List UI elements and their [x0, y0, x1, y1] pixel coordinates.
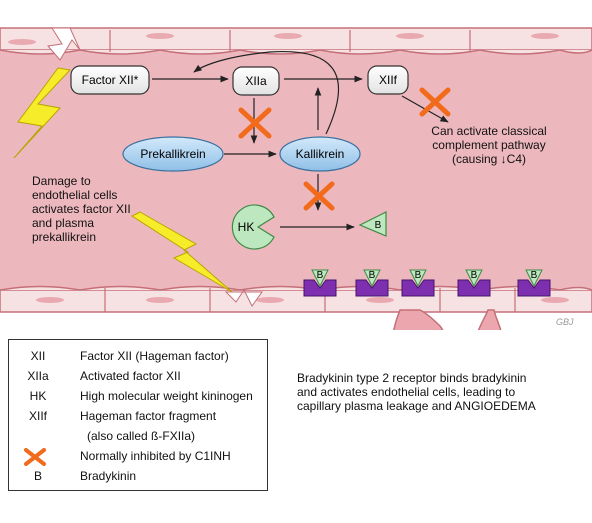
legend-definition: Bradykinin — [80, 469, 137, 483]
plasma-leakage-blebs — [393, 309, 502, 330]
receptor-kinin-label: B — [415, 270, 422, 281]
bradykinin-node: B — [358, 211, 387, 237]
kallikrein-label: Kallikrein — [296, 147, 345, 161]
bk2-receptor: B — [401, 269, 435, 297]
legend-definition: (also called ß-FXIIa) — [87, 429, 196, 443]
bk2-receptor: B — [355, 269, 389, 297]
prekallikrein-label: Prekallikrein — [140, 147, 205, 161]
legend-definition: Normally inhibited by C1INH — [80, 449, 231, 463]
bk2-receptor: B — [517, 269, 551, 297]
receptor-kinin-label: B — [471, 270, 478, 281]
xiia-label: XIIa — [245, 74, 267, 88]
lightning-bolt-icon — [130, 211, 233, 293]
complement-line: complement pathway — [432, 138, 546, 152]
receptor-annotation: Bradykinin type 2 receptor binds bradyki… — [297, 371, 587, 413]
damage-line: endothelial cells — [32, 188, 118, 202]
receptor-kinin-label: B — [317, 270, 324, 281]
damage-line: prekallikrein — [32, 230, 97, 244]
hk-node: HK — [231, 204, 275, 250]
legend-row: Normally inhibited by C1INH — [9, 446, 267, 466]
damage-line: and plasma — [32, 216, 95, 230]
receptor-line: capillary plasma leakage and ANGIOEDEMA — [297, 399, 536, 413]
complement-annotation: Can activate classical complement pathwa… — [414, 124, 564, 166]
complement-line: (causing ↓C4) — [451, 152, 527, 166]
receptor-line: and activates endothelial cells, leading… — [297, 385, 516, 399]
inhibition-x-icon — [238, 107, 272, 139]
xiif-node: XIIf — [367, 65, 409, 95]
legend-row: XIIa Activated factor XII — [9, 366, 267, 386]
legend-definition: Hageman factor fragment — [80, 409, 217, 423]
inhibition-x-icon — [303, 181, 335, 211]
damage-line: Damage to — [32, 174, 91, 188]
bk2-receptor: B — [303, 269, 337, 297]
kallikrein-node: Kallikrein — [279, 136, 361, 172]
legend-abbr: HK — [29, 389, 47, 403]
legend-abbr: B — [33, 469, 42, 483]
receptor-kinin-label: B — [531, 270, 538, 281]
hk-label: HK — [238, 220, 255, 234]
legend-abbr: XII — [30, 349, 46, 363]
legend-definition: Activated factor XII — [80, 369, 181, 383]
legend-abbr: XIIa — [27, 369, 49, 383]
legend-box: XII Factor XII (Hageman factor) XIIa Act… — [8, 339, 268, 491]
receptor-kinin-label: B — [369, 270, 376, 281]
bottom-endothelium — [0, 285, 592, 313]
artist-signature: GBJ — [556, 317, 574, 327]
legend-row: B Bradykinin — [9, 466, 267, 486]
legend-definition: Factor XII (Hageman factor) — [80, 349, 229, 363]
factor-xii-node: Factor XII* — [70, 65, 150, 95]
factor-xii-label: Factor XII* — [82, 73, 139, 87]
legend-row: (also called ß-FXIIa) — [9, 426, 267, 446]
damage-annotation: Damage to endothelial cells activates fa… — [32, 174, 182, 244]
xiia-node: XIIa — [232, 66, 280, 96]
legend-row: XII Factor XII (Hageman factor) — [9, 346, 267, 366]
legend-definition: High molecular weight kininogen — [80, 389, 253, 403]
bk2-receptor: B — [457, 269, 491, 297]
legend-row: XIIf Hageman factor fragment — [9, 406, 267, 426]
prekallikrein-node: Prekallikrein — [122, 136, 224, 172]
bradykinin-label: B — [375, 220, 382, 231]
pathway-arrows — [152, 50, 449, 231]
pathway-diagram: Factor XII* XIIa XIIf Prekallikrein Kall… — [0, 27, 592, 330]
inhibition-x-icon — [419, 87, 451, 117]
legend-row: HK High molecular weight kininogen — [9, 386, 267, 406]
xiif-label: XIIf — [379, 73, 398, 87]
lightning-bolt-icon — [13, 67, 72, 159]
legend-abbr: XIIf — [28, 409, 47, 423]
complement-line: Can activate classical — [431, 124, 547, 138]
damage-line: activates factor XII — [32, 202, 131, 216]
inhibition-x-icon — [24, 448, 46, 466]
receptor-line: Bradykinin type 2 receptor binds bradyki… — [297, 371, 527, 385]
